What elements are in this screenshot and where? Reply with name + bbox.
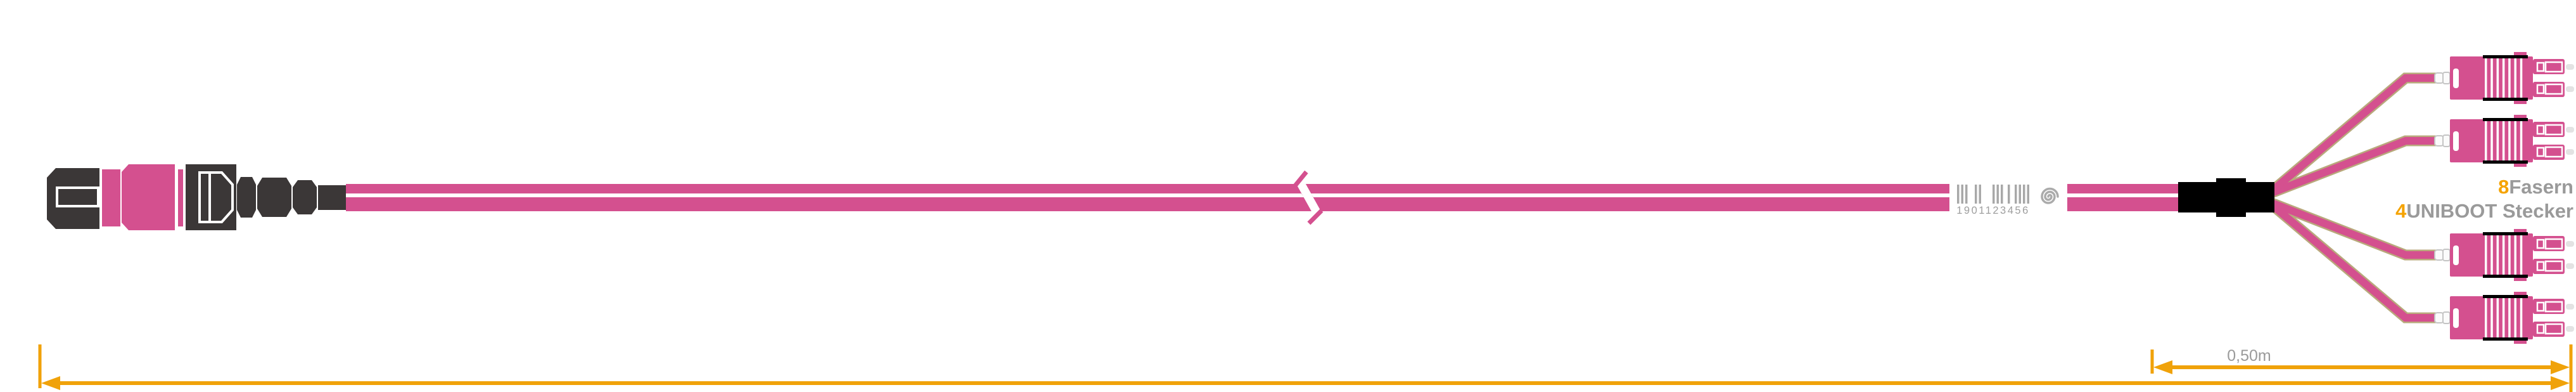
trunk-cable	[346, 170, 2178, 225]
fanout-block	[2178, 178, 2274, 217]
dimension-total	[38, 344, 2573, 392]
cable-stripe-right	[2067, 193, 2178, 197]
cable-stripe-mid	[1311, 193, 1949, 197]
leg-fibers	[2269, 74, 2437, 322]
connector-count-number: 4	[2395, 200, 2407, 222]
breakout-legs	[2268, 72, 2437, 323]
serial-number: 1901123456	[1956, 205, 2030, 216]
connector-count-unit: UNIBOOT Stecker	[2406, 200, 2573, 222]
mpo-rear-detail-wedge	[208, 171, 234, 223]
leg-outlines	[2268, 72, 2437, 323]
mpo-pink-band	[102, 169, 120, 226]
fiber-count-number: 8	[2498, 176, 2509, 198]
arrow-left-icon	[2153, 360, 2172, 374]
connector-count-line: 4UNIBOOT Stecker	[2395, 200, 2573, 222]
uniboot-connector-4	[2433, 291, 2575, 345]
fiber-count-unit: Fasern	[2509, 176, 2573, 198]
fiber-count-line: 8Fasern	[2498, 176, 2573, 198]
mpo-pink-stripe	[178, 169, 183, 226]
mpo-ferrule-slot	[56, 186, 99, 207]
annotation-fibers: 8Fasern 4UNIBOOT Stecker	[2395, 176, 2573, 222]
dimension-breakout: 0,50m	[2150, 347, 2570, 374]
arrow-right-icon	[2551, 376, 2570, 390]
cable-label: 1901123456	[1956, 185, 2059, 216]
cable-stripe-left	[346, 193, 1304, 197]
uniboot-connector-2	[2433, 114, 2575, 168]
barcode-icon	[1957, 185, 2029, 204]
arrow-right-icon	[2551, 360, 2570, 374]
mpo-connector	[47, 164, 346, 230]
mpo-strain-relief-boot	[237, 177, 346, 218]
uniboot-connector-1	[2433, 51, 2575, 105]
spiral-icon	[2041, 187, 2059, 204]
cable-segment-mid	[1306, 184, 1949, 211]
arrow-left-icon	[41, 376, 60, 390]
cable-segment-right	[2067, 184, 2178, 211]
cable-break-icon	[1293, 170, 1323, 225]
uniboot-connector-3	[2433, 228, 2575, 282]
breakout-length-label: 0,50m	[2227, 347, 2271, 365]
mpo-pink-body	[122, 164, 175, 230]
cable-segment-left	[346, 184, 1311, 211]
